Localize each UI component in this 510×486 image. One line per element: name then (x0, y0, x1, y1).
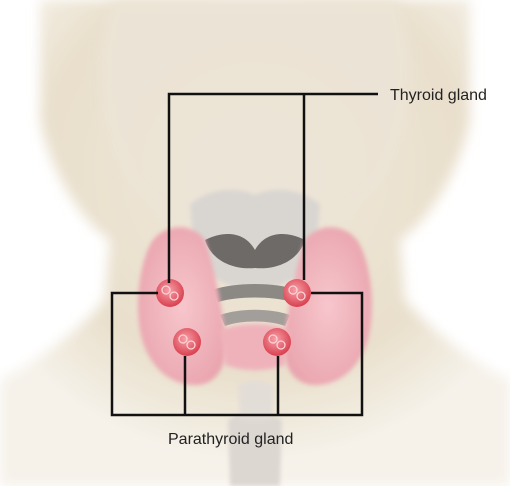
parathyroid-lower-left (173, 328, 201, 356)
parathyroid-upper-left (156, 279, 184, 307)
thyroid-gland-label: Thyroid gland (390, 87, 487, 104)
parathyroid-gland-label: Parathyroid gland (168, 431, 293, 448)
parathyroid-upper-right (283, 279, 311, 307)
parathyroid-lower-right (263, 328, 291, 356)
